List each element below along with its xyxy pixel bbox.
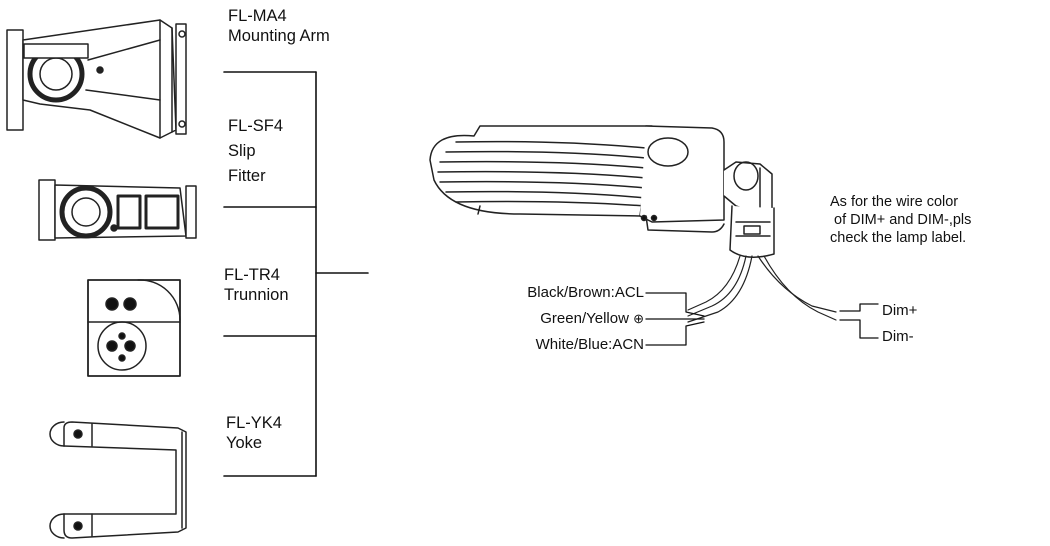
accessory-mounting-arm: FL-MA4 Mounting Arm xyxy=(228,6,330,46)
wire-color-note: As for the wire color of DIM+ and DIM-,p… xyxy=(830,193,971,247)
wire-label-ground: Green/Yellow ⊕ xyxy=(540,310,644,328)
luminaire-drawing xyxy=(429,125,775,258)
wire-bundle xyxy=(687,255,837,323)
note-line-3: check the lamp label. xyxy=(830,230,967,247)
accessory-name: Yoke xyxy=(226,434,263,453)
accessory-code: FL-MA4 xyxy=(228,7,287,25)
yoke-drawing xyxy=(49,421,187,539)
accessory-slip-fitter: FL-SF4 Slip Fitter xyxy=(228,116,283,186)
accessory-name-line2: Fitter xyxy=(228,167,266,186)
mounting-arm-drawing xyxy=(6,19,187,139)
accessory-name: Trunnion xyxy=(224,286,289,305)
note-line-1: As for the wire color xyxy=(830,194,959,210)
accessory-code: FL-SF4 xyxy=(228,117,284,135)
accessory-trunnion: FL-TR4 Trunnion xyxy=(224,265,289,305)
right-wire-leaders xyxy=(839,303,879,339)
left-wire-leaders xyxy=(645,292,705,346)
wire-label-ground-text: Green/Yellow xyxy=(540,310,629,327)
accessory-yoke: FL-YK4 Yoke xyxy=(226,413,282,453)
accessory-code: FL-TR4 xyxy=(224,266,280,284)
accessory-name: Slip xyxy=(228,142,256,161)
wire-label-acl: Black/Brown:ACL xyxy=(527,284,644,301)
wire-label-dim-plus: Dim+ xyxy=(882,302,918,319)
note-line-2: of DIM+ and DIM-,pls xyxy=(834,212,972,229)
wire-label-acn: White/Blue:ACN xyxy=(535,336,644,353)
ground-icon: ⊕ xyxy=(633,311,644,326)
trunnion-drawing xyxy=(87,279,181,377)
accessory-code: FL-YK4 xyxy=(226,414,282,432)
wire-label-dim-minus: Dim- xyxy=(882,328,914,345)
slip-fitter-drawing xyxy=(38,179,197,241)
accessory-bracket xyxy=(223,71,369,477)
accessory-name: Mounting Arm xyxy=(228,27,330,46)
